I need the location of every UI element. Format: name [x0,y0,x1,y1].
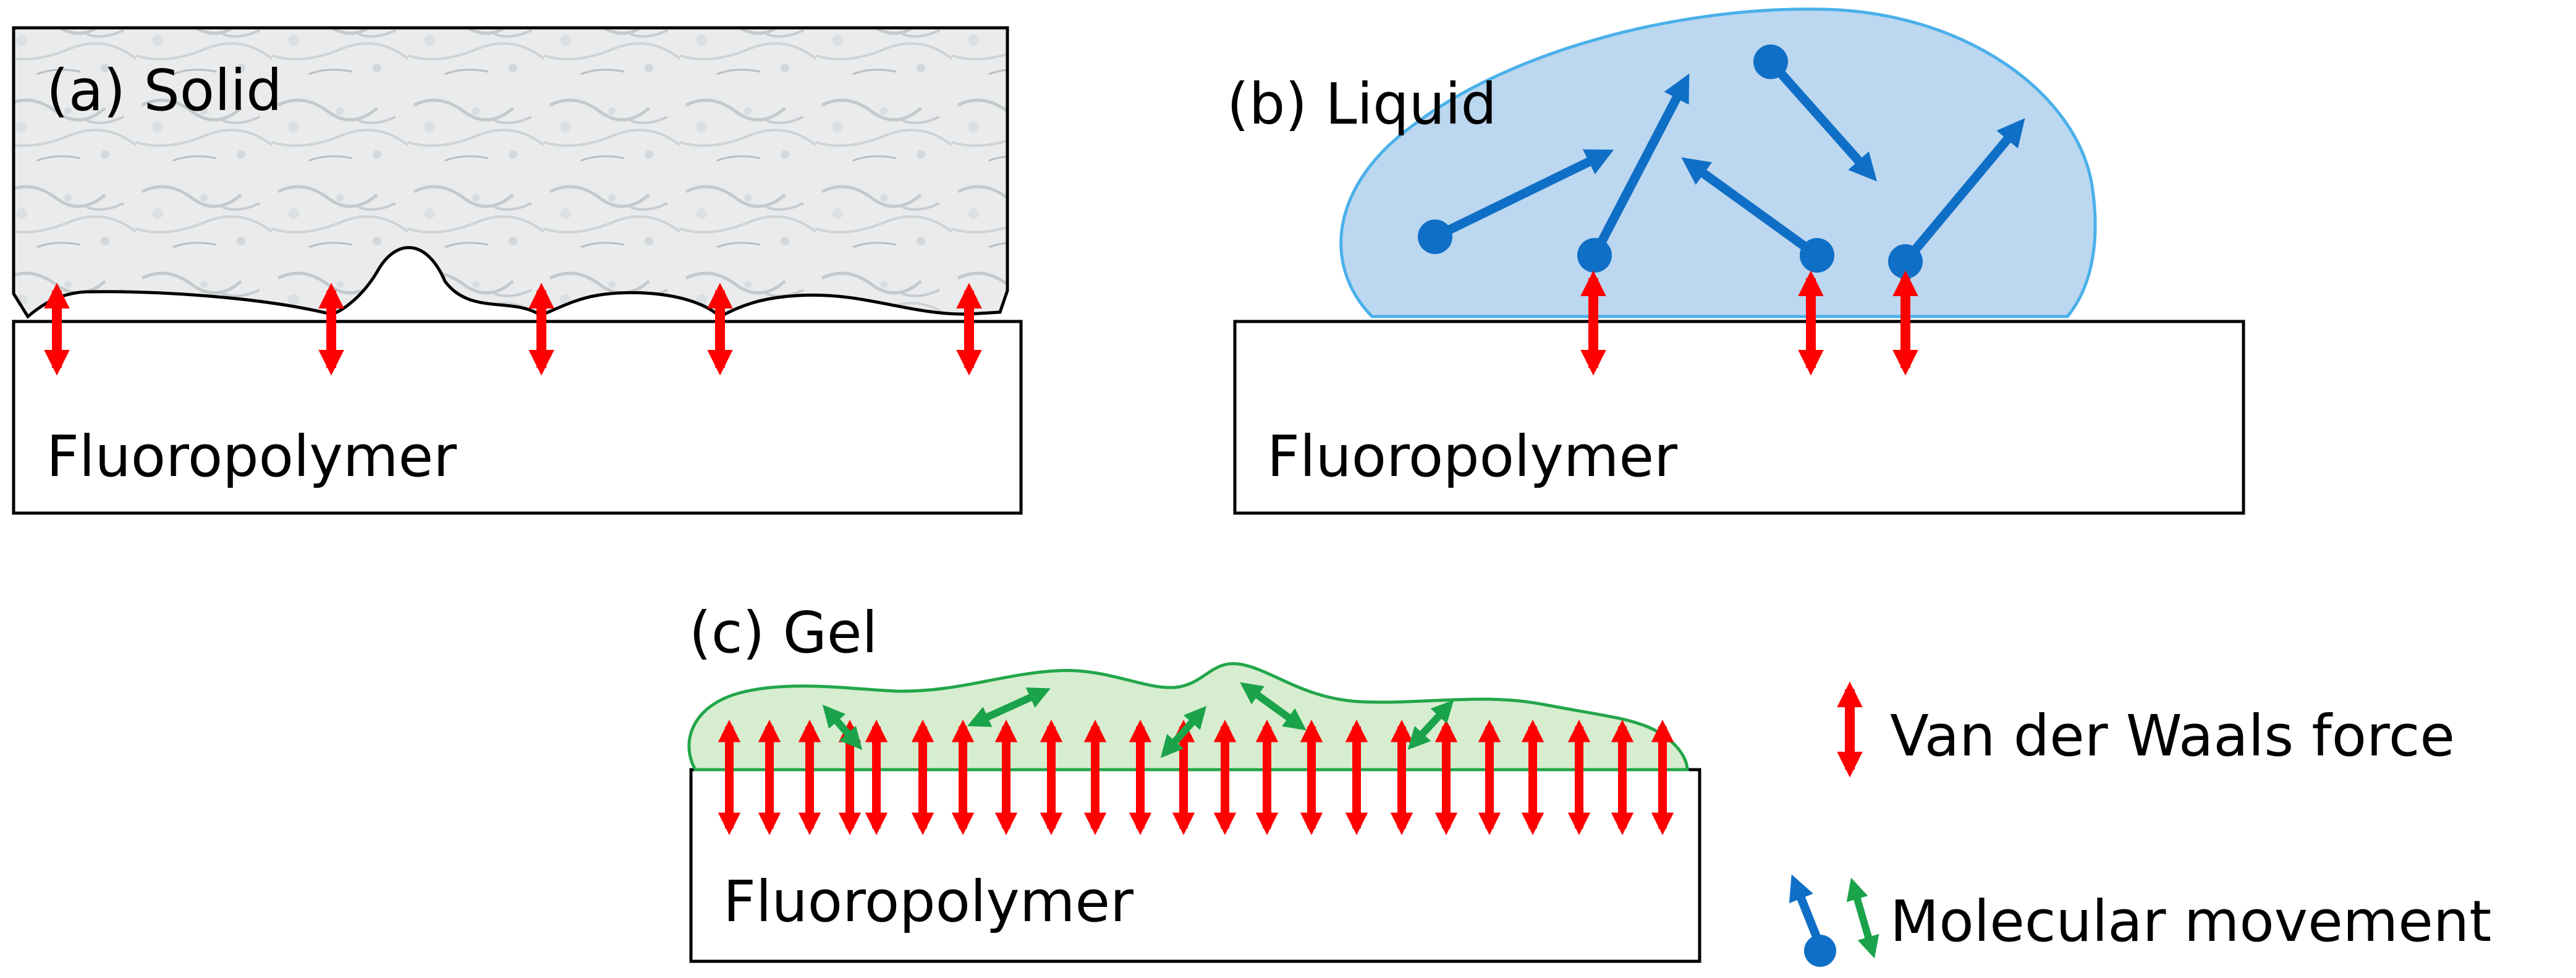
molecule-dot [1418,219,1452,254]
molecule-arrow [1433,149,1614,241]
panel-gel: (c) Gel Fluoropolymer [687,600,1701,963]
molecule-dot [1577,238,1612,273]
substrate-a-label: Fluoropolymer [46,423,457,490]
gel-movement-arrow [1407,700,1454,750]
gel-movement-arrow [1240,682,1307,731]
molecule-dot [1888,244,1923,279]
legend-green-molecule-arrow [1846,877,1879,959]
substrate-c-label: Fluoropolymer [723,869,1133,935]
panel-solid: (a) Solid Fluoropolymer [12,26,1023,515]
substrate-b-label: Fluoropolymer [1267,423,1677,490]
legend: Van der Waals force Molecular movement [1789,681,2491,967]
vdw-arrows-b [1580,270,1918,376]
solid-block [12,26,1009,319]
gel-movement-arrow [1160,705,1207,759]
gel-movement-arrow [822,704,863,751]
panel-a-label: (a) Solid [46,57,282,124]
gel-molecules [822,682,1454,759]
vdw-arrows-a [44,283,982,376]
legend-blue-molecule-dot [1804,935,1836,967]
gel-layer [687,662,1689,772]
vdw-arrows-c [718,720,1674,835]
molecule-arrow [1590,74,1690,258]
molecule-dot [1800,238,1834,273]
liquid-droplet [1339,7,2097,318]
molecule-arrow [1681,157,1820,260]
panel-liquid: (b) Liquid Fluoropolymer [1227,7,2245,515]
panel-c-label: (c) Gel [689,600,878,666]
substrate-b [1233,320,2245,515]
legend-movement-label: Molecular movement [1890,888,2491,955]
molecule-arrow [1767,59,1877,182]
gel-movement-arrow [967,687,1051,728]
panel-b-label: (b) Liquid [1227,71,1497,137]
liquid-molecules [1418,45,2025,279]
legend-vdw-label: Van der Waals force [1890,703,2455,769]
molecule-arrow [1902,118,2025,265]
molecule-dot [1753,45,1788,79]
substrate-a [12,320,1023,515]
